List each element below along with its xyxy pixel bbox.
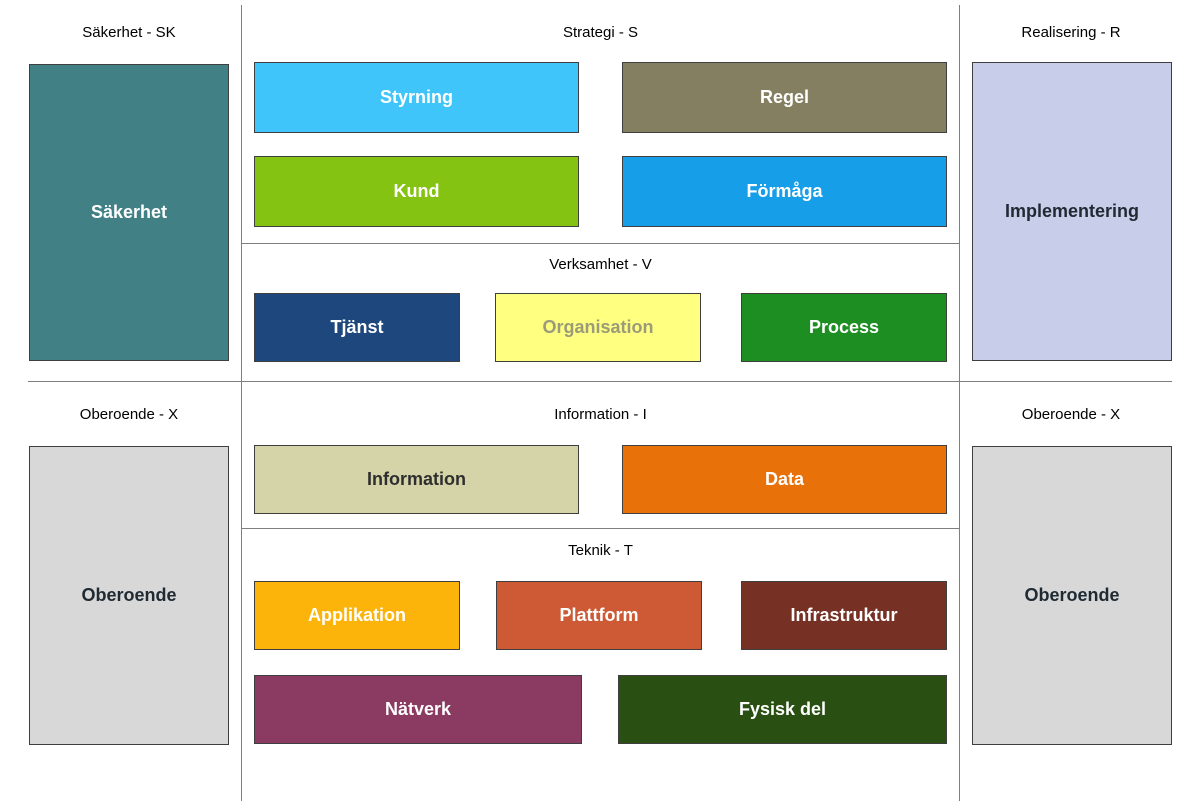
box-oberoende-right: Oberoende [972, 446, 1172, 745]
divider-left-vertical [241, 5, 242, 801]
divider-strategi-verksamhet [241, 243, 959, 244]
box-fysisk-del: Fysisk del [618, 675, 947, 744]
heading-strategi: Strategi - S [562, 24, 639, 41]
box-styrning: Styrning [254, 62, 579, 133]
heading-sakerhet: Säkerhet - SK [82, 24, 176, 41]
box-sakerhet: Säkerhet [29, 64, 229, 361]
box-information: Information [254, 445, 579, 514]
box-tjanst: Tjänst [254, 293, 460, 362]
heading-oberoende-right: Oberoende - X [1021, 406, 1121, 423]
divider-main-horizontal [28, 381, 1172, 382]
heading-teknik: Teknik - T [568, 542, 633, 559]
box-process: Process [741, 293, 947, 362]
heading-information: Information - I [554, 406, 647, 423]
heading-oberoende-left: Oberoende - X [79, 406, 179, 423]
box-infrastruktur: Infrastruktur [741, 581, 947, 650]
box-oberoende-left: Oberoende [29, 446, 229, 745]
box-applikation: Applikation [254, 581, 460, 650]
box-data: Data [622, 445, 947, 514]
heading-realisering: Realisering - R [1021, 24, 1121, 41]
box-organisation: Organisation [495, 293, 701, 362]
box-implementering: Implementering [972, 62, 1172, 361]
box-kund: Kund [254, 156, 579, 227]
divider-information-teknik [241, 528, 959, 529]
box-regel: Regel [622, 62, 947, 133]
box-natverk: Nätverk [254, 675, 582, 744]
box-formaga: Förmåga [622, 156, 947, 227]
divider-right-vertical [959, 5, 960, 801]
box-plattform: Plattform [496, 581, 702, 650]
heading-verksamhet: Verksamhet - V [549, 256, 652, 273]
